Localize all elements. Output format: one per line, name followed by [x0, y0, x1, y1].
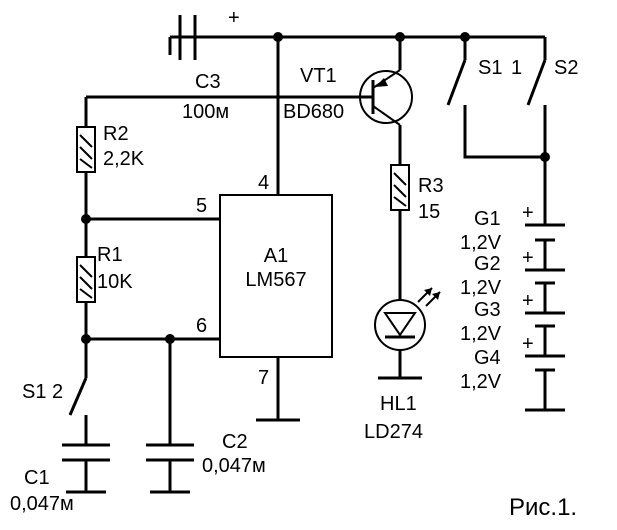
s1-2-ref: S1 2	[22, 381, 63, 403]
r2-ref: R2	[103, 123, 129, 145]
g2-value: 1,2V	[460, 277, 502, 299]
a1-type: LM567	[245, 269, 306, 291]
s2-ref: S2	[554, 57, 578, 79]
g4-polarity: +	[522, 333, 534, 355]
r3-ref: R3	[418, 175, 444, 197]
junction-dot	[460, 32, 470, 42]
junction-dot	[395, 32, 405, 42]
resistor-r1: R1 10K	[76, 244, 133, 303]
g3-polarity: +	[522, 290, 534, 312]
c2-value: 0,047м	[202, 455, 266, 477]
switch-s2: S2	[526, 57, 578, 115]
resistor-r3: R3 15	[390, 164, 444, 223]
g1-ref: G1	[474, 208, 501, 230]
g3-ref: G3	[474, 299, 501, 321]
hl1-type: LD274	[364, 421, 423, 443]
top-rail-left	[168, 35, 195, 55]
battery-g3: G3 + 1,2V	[460, 290, 565, 345]
figure-caption: Рис.1.	[509, 494, 577, 521]
c3-value: 100м	[182, 101, 229, 123]
transistor-vt1: VT1 BD680	[283, 65, 413, 126]
led-hl1: HL1 LD274	[364, 287, 441, 443]
r1-ref: R1	[97, 244, 123, 266]
battery-g1: G1 + 1,2V	[460, 202, 565, 254]
ic-a1: A1 LM567 4 5 6 7	[196, 172, 333, 422]
g2-ref: G2	[474, 253, 501, 275]
a1-ref: A1	[264, 245, 288, 267]
capacitor-c2: C2 0,047м	[146, 431, 266, 494]
c3-ref: C3	[195, 71, 221, 93]
r2-value: 2,2K	[103, 148, 145, 170]
resistor-r2: R2 2,2K	[76, 123, 145, 173]
c2-ref: C2	[222, 431, 248, 453]
r1-value: 10K	[97, 271, 133, 293]
c1-ref: C1	[24, 467, 50, 489]
g2-polarity: +	[522, 247, 534, 269]
battery-g2: G2 + 1,2V	[460, 247, 565, 299]
c3-polarity: +	[228, 7, 240, 29]
wire-s1-bottom	[463, 115, 545, 159]
g4-ref: G4	[474, 347, 501, 369]
switch-s1-contact-1: S1 1	[446, 57, 522, 115]
c1-value: 0,047м	[10, 493, 74, 515]
r3-value: 15	[418, 201, 440, 223]
hl1-ref: HL1	[380, 393, 417, 415]
capacitor-c3: + C3 100м	[170, 7, 240, 123]
vt1-type: BD680	[283, 101, 344, 123]
s1-1-contact: 1	[511, 57, 522, 79]
junction-dot	[273, 32, 283, 42]
g3-value: 1,2V	[460, 323, 502, 345]
a1-pin-7: 7	[258, 367, 269, 389]
junction-dot	[165, 334, 175, 344]
junction-dot	[540, 152, 550, 162]
g1-polarity: +	[522, 202, 534, 224]
a1-pin-5: 5	[196, 195, 207, 217]
battery-stack: G1 + 1,2V G2 + 1,2V G3 + 1,2V G4 + 1,2V	[460, 202, 565, 412]
a1-pin-4: 4	[258, 172, 269, 194]
battery-g4: G4 + 1,2V	[460, 333, 565, 393]
junction-dot	[81, 334, 91, 344]
junction-dot	[81, 214, 91, 224]
capacitor-c1: C1 0,047м	[10, 443, 110, 515]
vt1-ref: VT1	[300, 65, 337, 87]
g1-value: 1,2V	[460, 232, 502, 254]
wires	[84, 35, 547, 445]
g4-value: 1,2V	[460, 371, 502, 393]
s1-1-ref: S1	[478, 57, 502, 79]
junction-dots	[81, 32, 550, 344]
a1-pin-6: 6	[196, 315, 207, 337]
switch-s1-contact-2: S1 2	[22, 377, 88, 416]
